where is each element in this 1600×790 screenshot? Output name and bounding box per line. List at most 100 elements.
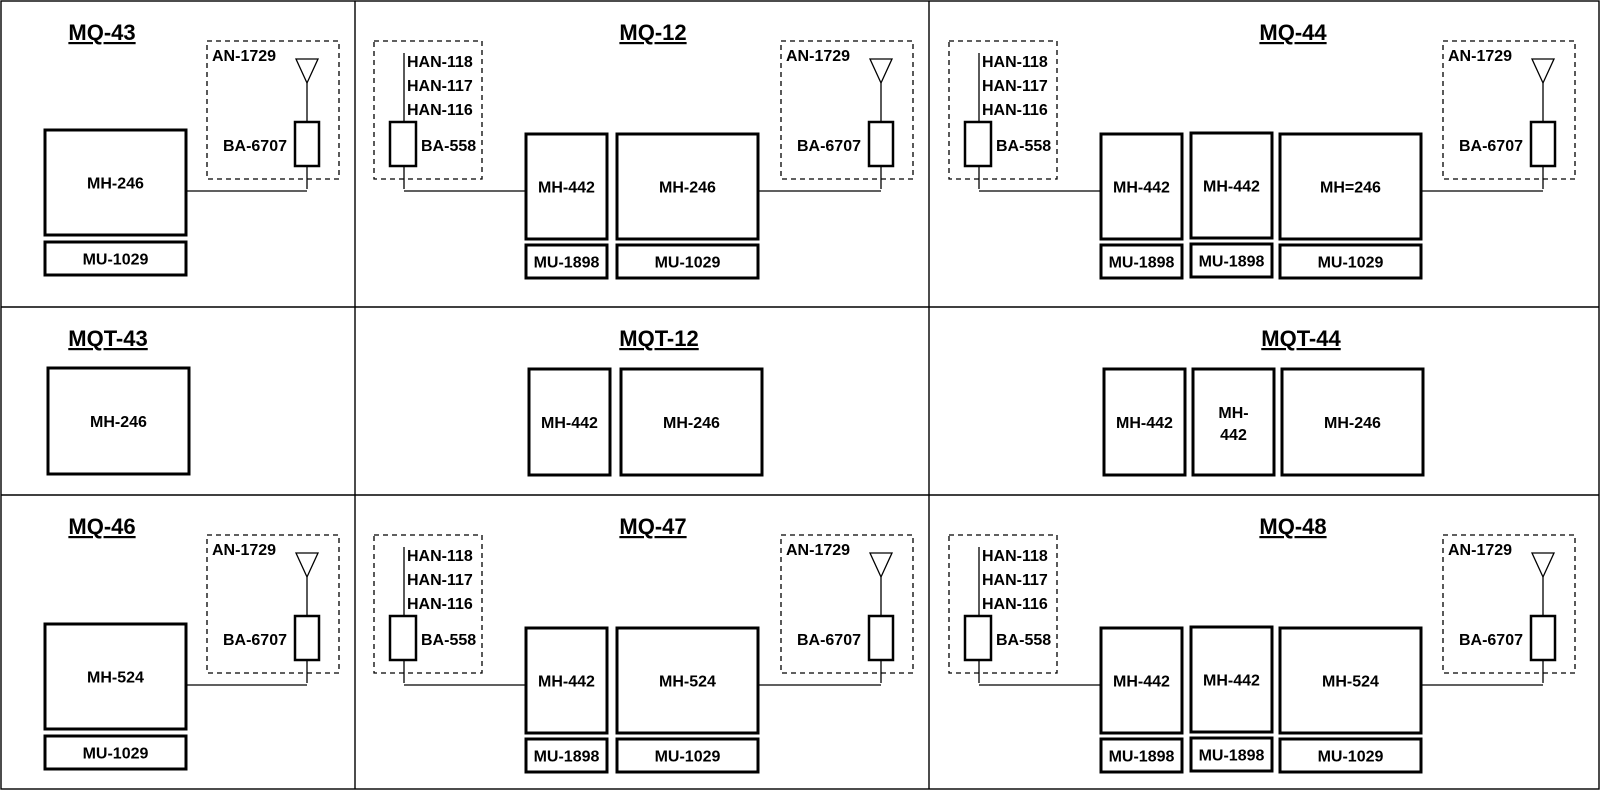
main-unit-block-label: MH-246 bbox=[90, 414, 147, 431]
module-block bbox=[1099, 132, 1184, 241]
module-block-label: MH-442 bbox=[1113, 674, 1170, 691]
main-unit-block-label: MH-524 bbox=[87, 670, 144, 687]
aux-unit-block-label: MU-1029 bbox=[1318, 749, 1384, 766]
battery-label: BA-6707 bbox=[223, 138, 287, 155]
antenna-icon bbox=[294, 58, 320, 85]
cell-title: MQ-44 bbox=[1259, 20, 1327, 45]
handset-label: HAN-116 bbox=[982, 596, 1048, 613]
aux-unit-block bbox=[615, 243, 760, 280]
battery-icon bbox=[293, 120, 321, 168]
antenna-module-box bbox=[1442, 40, 1576, 180]
module-block-label: MH-442 bbox=[1116, 415, 1173, 432]
battery-icon bbox=[867, 120, 895, 168]
main-unit-block bbox=[1278, 626, 1423, 735]
cell-title: MQT-43 bbox=[68, 326, 147, 351]
handset-battery-icon bbox=[388, 120, 418, 168]
cell-title: MQ-43 bbox=[68, 20, 135, 45]
aux-unit-block-label: MU-1898 bbox=[1109, 749, 1175, 766]
main-unit-block bbox=[615, 132, 760, 241]
antenna-label: AN-1729 bbox=[786, 542, 850, 559]
handset-module-box bbox=[373, 40, 483, 180]
handset-label: HAN-116 bbox=[407, 596, 473, 613]
handset-module-box bbox=[948, 40, 1058, 180]
aux-unit-block bbox=[524, 737, 609, 774]
aux-unit-block bbox=[43, 240, 188, 277]
antenna-module-box bbox=[206, 40, 340, 180]
handset-label: HAN-117 bbox=[407, 572, 473, 589]
aux-unit-block-label: MU-1029 bbox=[83, 746, 149, 763]
aux-unit-block bbox=[1189, 242, 1274, 279]
antenna-icon bbox=[294, 552, 320, 579]
antenna-label: AN-1729 bbox=[212, 48, 276, 65]
antenna-module-box bbox=[780, 534, 914, 674]
aux-unit-block bbox=[1189, 736, 1274, 773]
battery-label: BA-6707 bbox=[797, 632, 861, 649]
aux-unit-block-label: MU-1029 bbox=[83, 252, 149, 269]
module-block bbox=[1189, 625, 1274, 734]
handset-battery-label: BA-558 bbox=[421, 632, 476, 649]
handset-battery-icon bbox=[963, 614, 993, 662]
main-unit-block-label: MH-524 bbox=[1322, 674, 1379, 691]
aux-unit-block-label: MU-1029 bbox=[1318, 255, 1384, 272]
handset-label: HAN-118 bbox=[982, 54, 1048, 71]
battery-icon bbox=[867, 614, 895, 662]
handset-battery-icon bbox=[963, 120, 993, 168]
main-unit-block-label: MH=246 bbox=[1320, 180, 1381, 197]
aux-unit-block-label: MU-1898 bbox=[534, 255, 600, 272]
main-unit-block-label: MH-524 bbox=[659, 674, 716, 691]
aux-unit-block-label: MU-1029 bbox=[655, 255, 721, 272]
handset-label: HAN-117 bbox=[982, 572, 1048, 589]
handset-label: HAN-117 bbox=[982, 78, 1048, 95]
aux-unit-block-label: MU-1898 bbox=[1199, 748, 1265, 765]
aux-unit-block bbox=[1278, 737, 1423, 774]
handset-label: HAN-117 bbox=[407, 78, 473, 95]
aux-unit-block bbox=[1099, 737, 1184, 774]
aux-unit-block bbox=[524, 243, 609, 280]
handset-module-box bbox=[948, 534, 1058, 674]
battery-label: BA-6707 bbox=[1459, 138, 1523, 155]
handset-label: HAN-118 bbox=[407, 54, 473, 71]
main-unit-block bbox=[46, 366, 191, 476]
main-unit-block bbox=[1280, 367, 1425, 477]
antenna-label: AN-1729 bbox=[1448, 48, 1512, 65]
aux-unit-block-label: MU-1898 bbox=[1109, 255, 1175, 272]
battery-icon bbox=[1529, 614, 1557, 662]
cell-title: MQ-46 bbox=[68, 514, 135, 539]
handset-label: HAN-118 bbox=[407, 548, 473, 565]
handset-battery-label: BA-558 bbox=[421, 138, 476, 155]
antenna-icon bbox=[1530, 552, 1556, 579]
module-block bbox=[1189, 131, 1274, 240]
handset-module-box bbox=[373, 534, 483, 674]
cell-title: MQT-44 bbox=[1261, 326, 1341, 351]
antenna-icon bbox=[868, 552, 894, 579]
battery-label: BA-6707 bbox=[1459, 632, 1523, 649]
main-unit-block-label: MH-246 bbox=[1324, 415, 1381, 432]
battery-icon bbox=[293, 614, 321, 662]
aux-unit-block bbox=[615, 737, 760, 774]
module-block bbox=[524, 626, 609, 735]
main-unit-block bbox=[43, 622, 188, 731]
module-block-label-line: MH- bbox=[1218, 405, 1248, 422]
aux-unit-block-label: MU-1029 bbox=[655, 749, 721, 766]
aux-unit-block bbox=[43, 734, 188, 771]
module-block-label-line: 442 bbox=[1220, 427, 1247, 444]
battery-icon bbox=[1529, 120, 1557, 168]
module-block bbox=[1191, 367, 1276, 477]
antenna-module-box bbox=[780, 40, 914, 180]
module-block bbox=[527, 367, 612, 477]
main-unit-block bbox=[619, 367, 764, 477]
module-block-label: MH-442 bbox=[1203, 673, 1260, 690]
antenna-icon bbox=[868, 58, 894, 85]
antenna-module-box bbox=[1442, 534, 1576, 674]
handset-label: HAN-116 bbox=[407, 102, 473, 119]
handset-battery-label: BA-558 bbox=[996, 632, 1051, 649]
antenna-icon bbox=[1530, 58, 1556, 85]
cell-title: MQ-48 bbox=[1259, 514, 1326, 539]
main-unit-block bbox=[1278, 132, 1423, 241]
main-unit-block bbox=[615, 626, 760, 735]
module-block-label: MH- 442 bbox=[1218, 405, 1248, 444]
handset-battery-label: BA-558 bbox=[996, 138, 1051, 155]
main-unit-block-label: MH-246 bbox=[659, 180, 716, 197]
